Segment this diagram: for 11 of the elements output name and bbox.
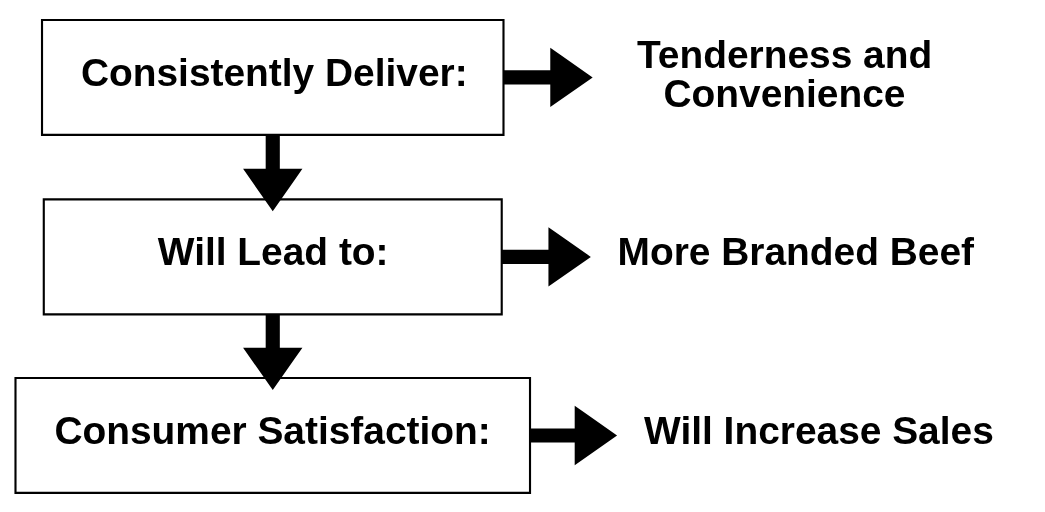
arrow — [501, 227, 591, 287]
node-text: Tenderness and Convenience — [636, 32, 933, 115]
node-text: Will Increase Sales — [644, 408, 994, 452]
arrow — [503, 47, 593, 108]
node-box: Consumer Satisfaction: — [14, 376, 532, 494]
arrow — [243, 314, 303, 391]
node-box: Will Lead to: — [42, 198, 503, 316]
arrow — [243, 135, 303, 212]
arrow — [530, 405, 618, 466]
node-box: Consistently Deliver: — [40, 18, 505, 136]
node-text: More Branded Beef — [617, 230, 974, 274]
